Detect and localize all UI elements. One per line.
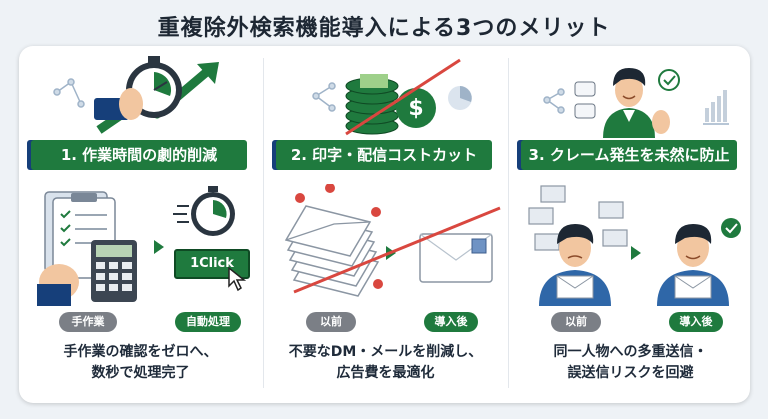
stopwatch-icon [173, 186, 235, 236]
benefit-caption-time: 手作業の確認をゼロへ、 数秒で処理完了 [63, 344, 218, 381]
svg-text:$: $ [408, 96, 423, 121]
mail-stack-crossed-icon [284, 184, 501, 297]
benefit-column-time: 1. 作業時間の劇的削減 1Click [19, 46, 262, 403]
page-title: 重複除外検索機能導入による3つのメリット [157, 16, 611, 41]
cursor-pointer-icon [228, 266, 247, 292]
label-before: 以前 [306, 312, 356, 332]
benefit-heading-time: 1. 作業時間の劇的削減 [31, 140, 247, 170]
label-before: 以前 [551, 312, 601, 332]
benefit-column-complaint: 3. クレーム発生を未然に防止 以前 導入後 同一人物への多重送 [509, 46, 752, 403]
mail-recipient-comparison-icon [528, 185, 741, 306]
benefit-column-cost: $ 2. 印字・配信コストカット 以前 導入後 不要なDM・メ [264, 46, 507, 403]
benefit-heading-complaint: 3. クレーム発生を未然に防止 [521, 140, 737, 170]
label-automatic: 自動処理 [175, 312, 241, 332]
column-divider [508, 58, 509, 388]
stopwatch-growth-icon [53, 56, 219, 134]
clipboard-calculator-icon [37, 191, 137, 306]
benefit-caption-complaint: 同一人物への多重送信・ 誤送信リスクを回避 [553, 344, 708, 381]
benefits-panel: 1. 作業時間の劇的削減 1Click [19, 46, 750, 403]
arrow-right-icon [154, 240, 164, 254]
money-cost-icon: $ [312, 58, 472, 136]
benefit-caption-cost: 不要なDM・メールを削減し、 広告費を最適化 [288, 344, 483, 381]
happy-person-thumbsup-icon [543, 68, 729, 138]
label-manual: 手作業 [59, 312, 117, 332]
label-after: 導入後 [424, 312, 478, 332]
label-after: 導入後 [669, 312, 723, 332]
benefit-heading-cost: 2. 印字・配信コストカット [276, 140, 492, 170]
column-divider [263, 58, 264, 388]
